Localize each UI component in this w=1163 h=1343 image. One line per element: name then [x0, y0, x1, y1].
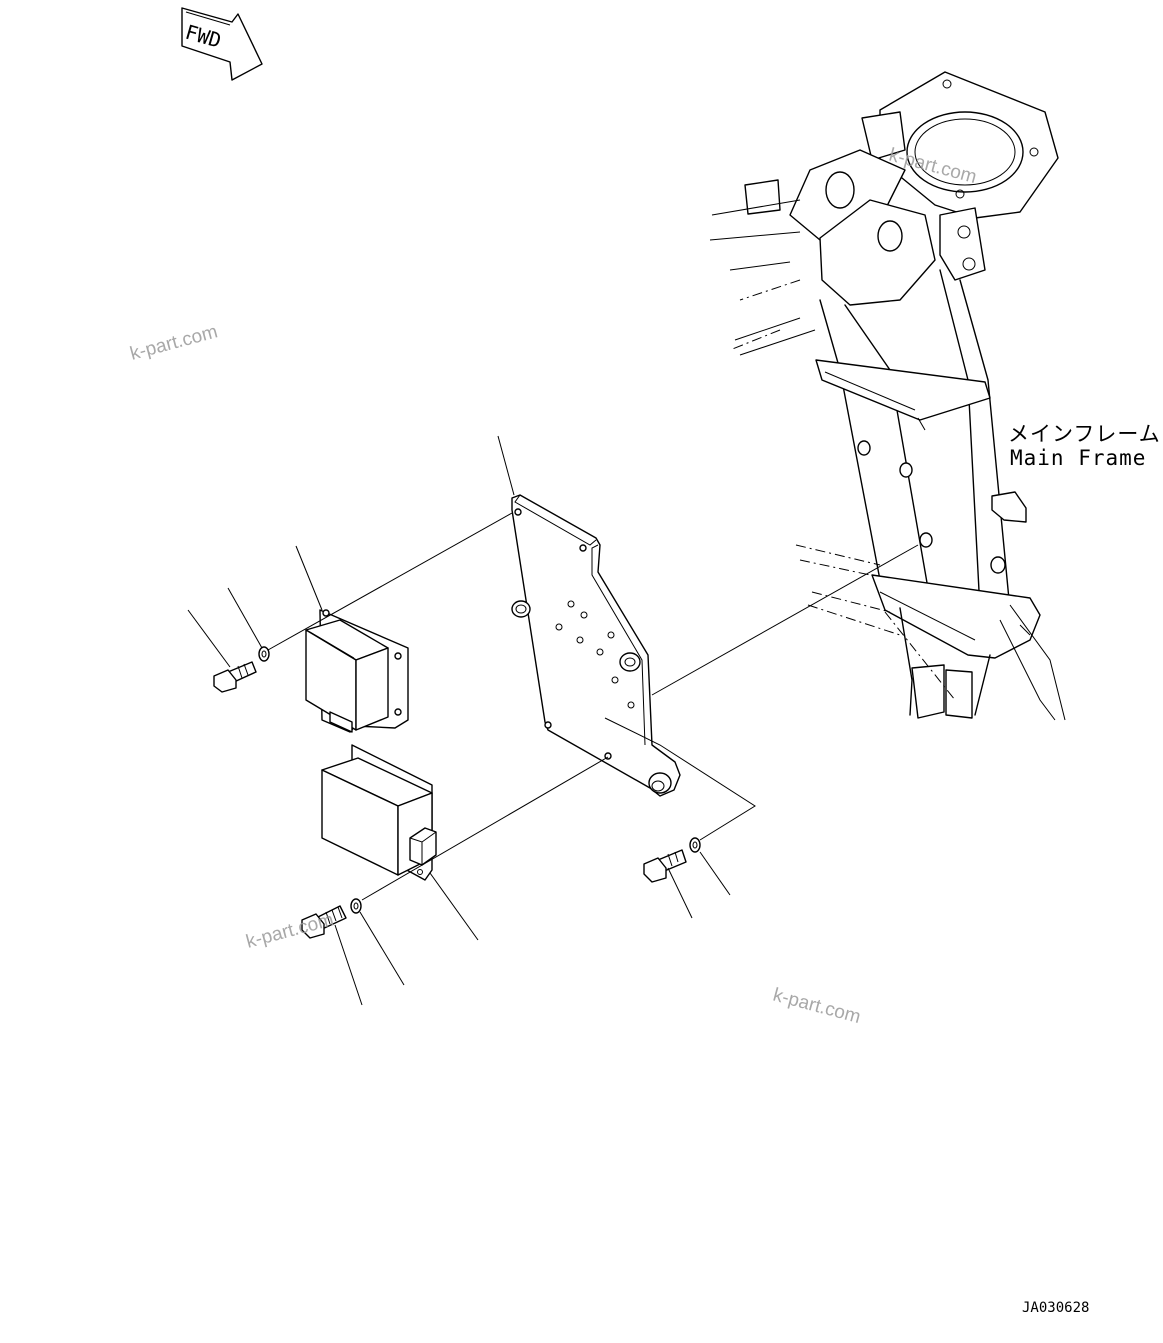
assembly-lines: [267, 512, 919, 901]
mounting-bracket: [511, 494, 681, 797]
leader-lines: [187, 435, 731, 1006]
main-frame: [709, 71, 1066, 721]
controller-unit-upper: [305, 609, 409, 733]
fwd-arrow-icon: FWD: [181, 7, 263, 81]
watermark-1: k-part.com: [128, 321, 220, 365]
bolt-lower-left: [301, 905, 347, 939]
washer-right: [689, 837, 701, 853]
main-frame-label-jp: メインフレーム: [1008, 422, 1161, 446]
controller-unit-lower: [321, 744, 437, 881]
watermark-3: k-part.com: [244, 909, 336, 953]
drawing-code: JA030628: [1022, 1300, 1089, 1316]
watermark-4: k-part.com: [771, 985, 863, 1029]
main-frame-label-en: Main Frame: [1010, 446, 1146, 470]
washer-upper-left: [258, 646, 270, 662]
bolt-right: [643, 849, 687, 883]
washer-lower-left: [350, 898, 362, 914]
bolt-upper-left: [213, 661, 257, 693]
